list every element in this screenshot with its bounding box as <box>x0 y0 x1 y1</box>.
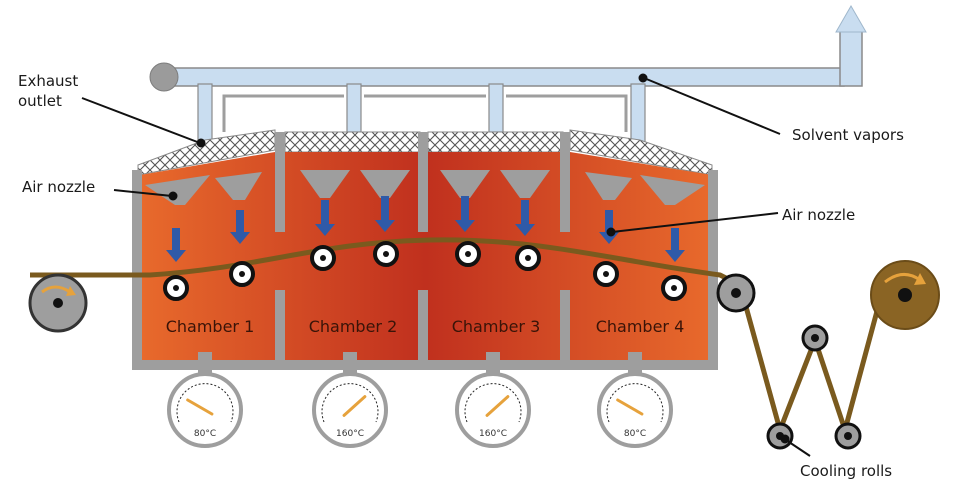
cooling-rolls-label: Cooling rolls <box>800 462 892 480</box>
guide-rolls <box>163 241 687 301</box>
chamber-3-label: Chamber 3 <box>452 317 541 336</box>
callout-lines <box>81 73 811 457</box>
gauge-chamber-4: 80°C <box>597 372 673 448</box>
chamber-4-label: Chamber 4 <box>596 317 685 336</box>
gauge-temperature-label: 160°C <box>336 429 364 439</box>
exhaust-duct <box>149 4 867 143</box>
exhaust-outlet-label-line2: outlet <box>18 92 62 110</box>
unwind-roll <box>28 273 88 333</box>
cooling-roll-group <box>766 324 862 450</box>
gauge-chamber-2: 160°C <box>312 372 388 448</box>
air-nozzle-label-left: Air nozzle <box>22 178 95 196</box>
airflow-arrows <box>166 196 685 262</box>
rewind-roll <box>870 260 940 330</box>
exit-roll <box>716 273 756 313</box>
gauge-temperature-label: 160°C <box>479 429 507 439</box>
gauge-needle <box>616 398 644 416</box>
gauge-needle <box>342 395 367 417</box>
callout-labels: Exhaust outlet Air nozzle Solvent vapors… <box>18 72 904 480</box>
gauge-temperature-label: 80°C <box>624 429 646 439</box>
rolls <box>28 241 940 450</box>
gauge-chamber-3: 160°C <box>455 372 531 448</box>
chamber-2-label: Chamber 2 <box>309 317 398 336</box>
gauge-needle <box>485 395 510 417</box>
oven-body <box>132 129 718 380</box>
temperature-gauges: 80°C 160°C 160°C 80°C <box>167 372 673 448</box>
gauge-chamber-1: 80°C <box>167 372 243 448</box>
gauge-temperature-label: 80°C <box>194 429 216 439</box>
gauge-needle <box>186 398 214 416</box>
exhaust-outlet-label-line1: Exhaust <box>18 72 78 90</box>
chamber-labels: Chamber 1 Chamber 2 Chamber 3 Chamber 4 <box>166 317 685 336</box>
air-nozzle-label-right: Air nozzle <box>782 206 855 224</box>
chamber-1-label: Chamber 1 <box>166 317 255 336</box>
solvent-vapors-label: Solvent vapors <box>792 126 904 144</box>
air-nozzles <box>145 170 705 205</box>
